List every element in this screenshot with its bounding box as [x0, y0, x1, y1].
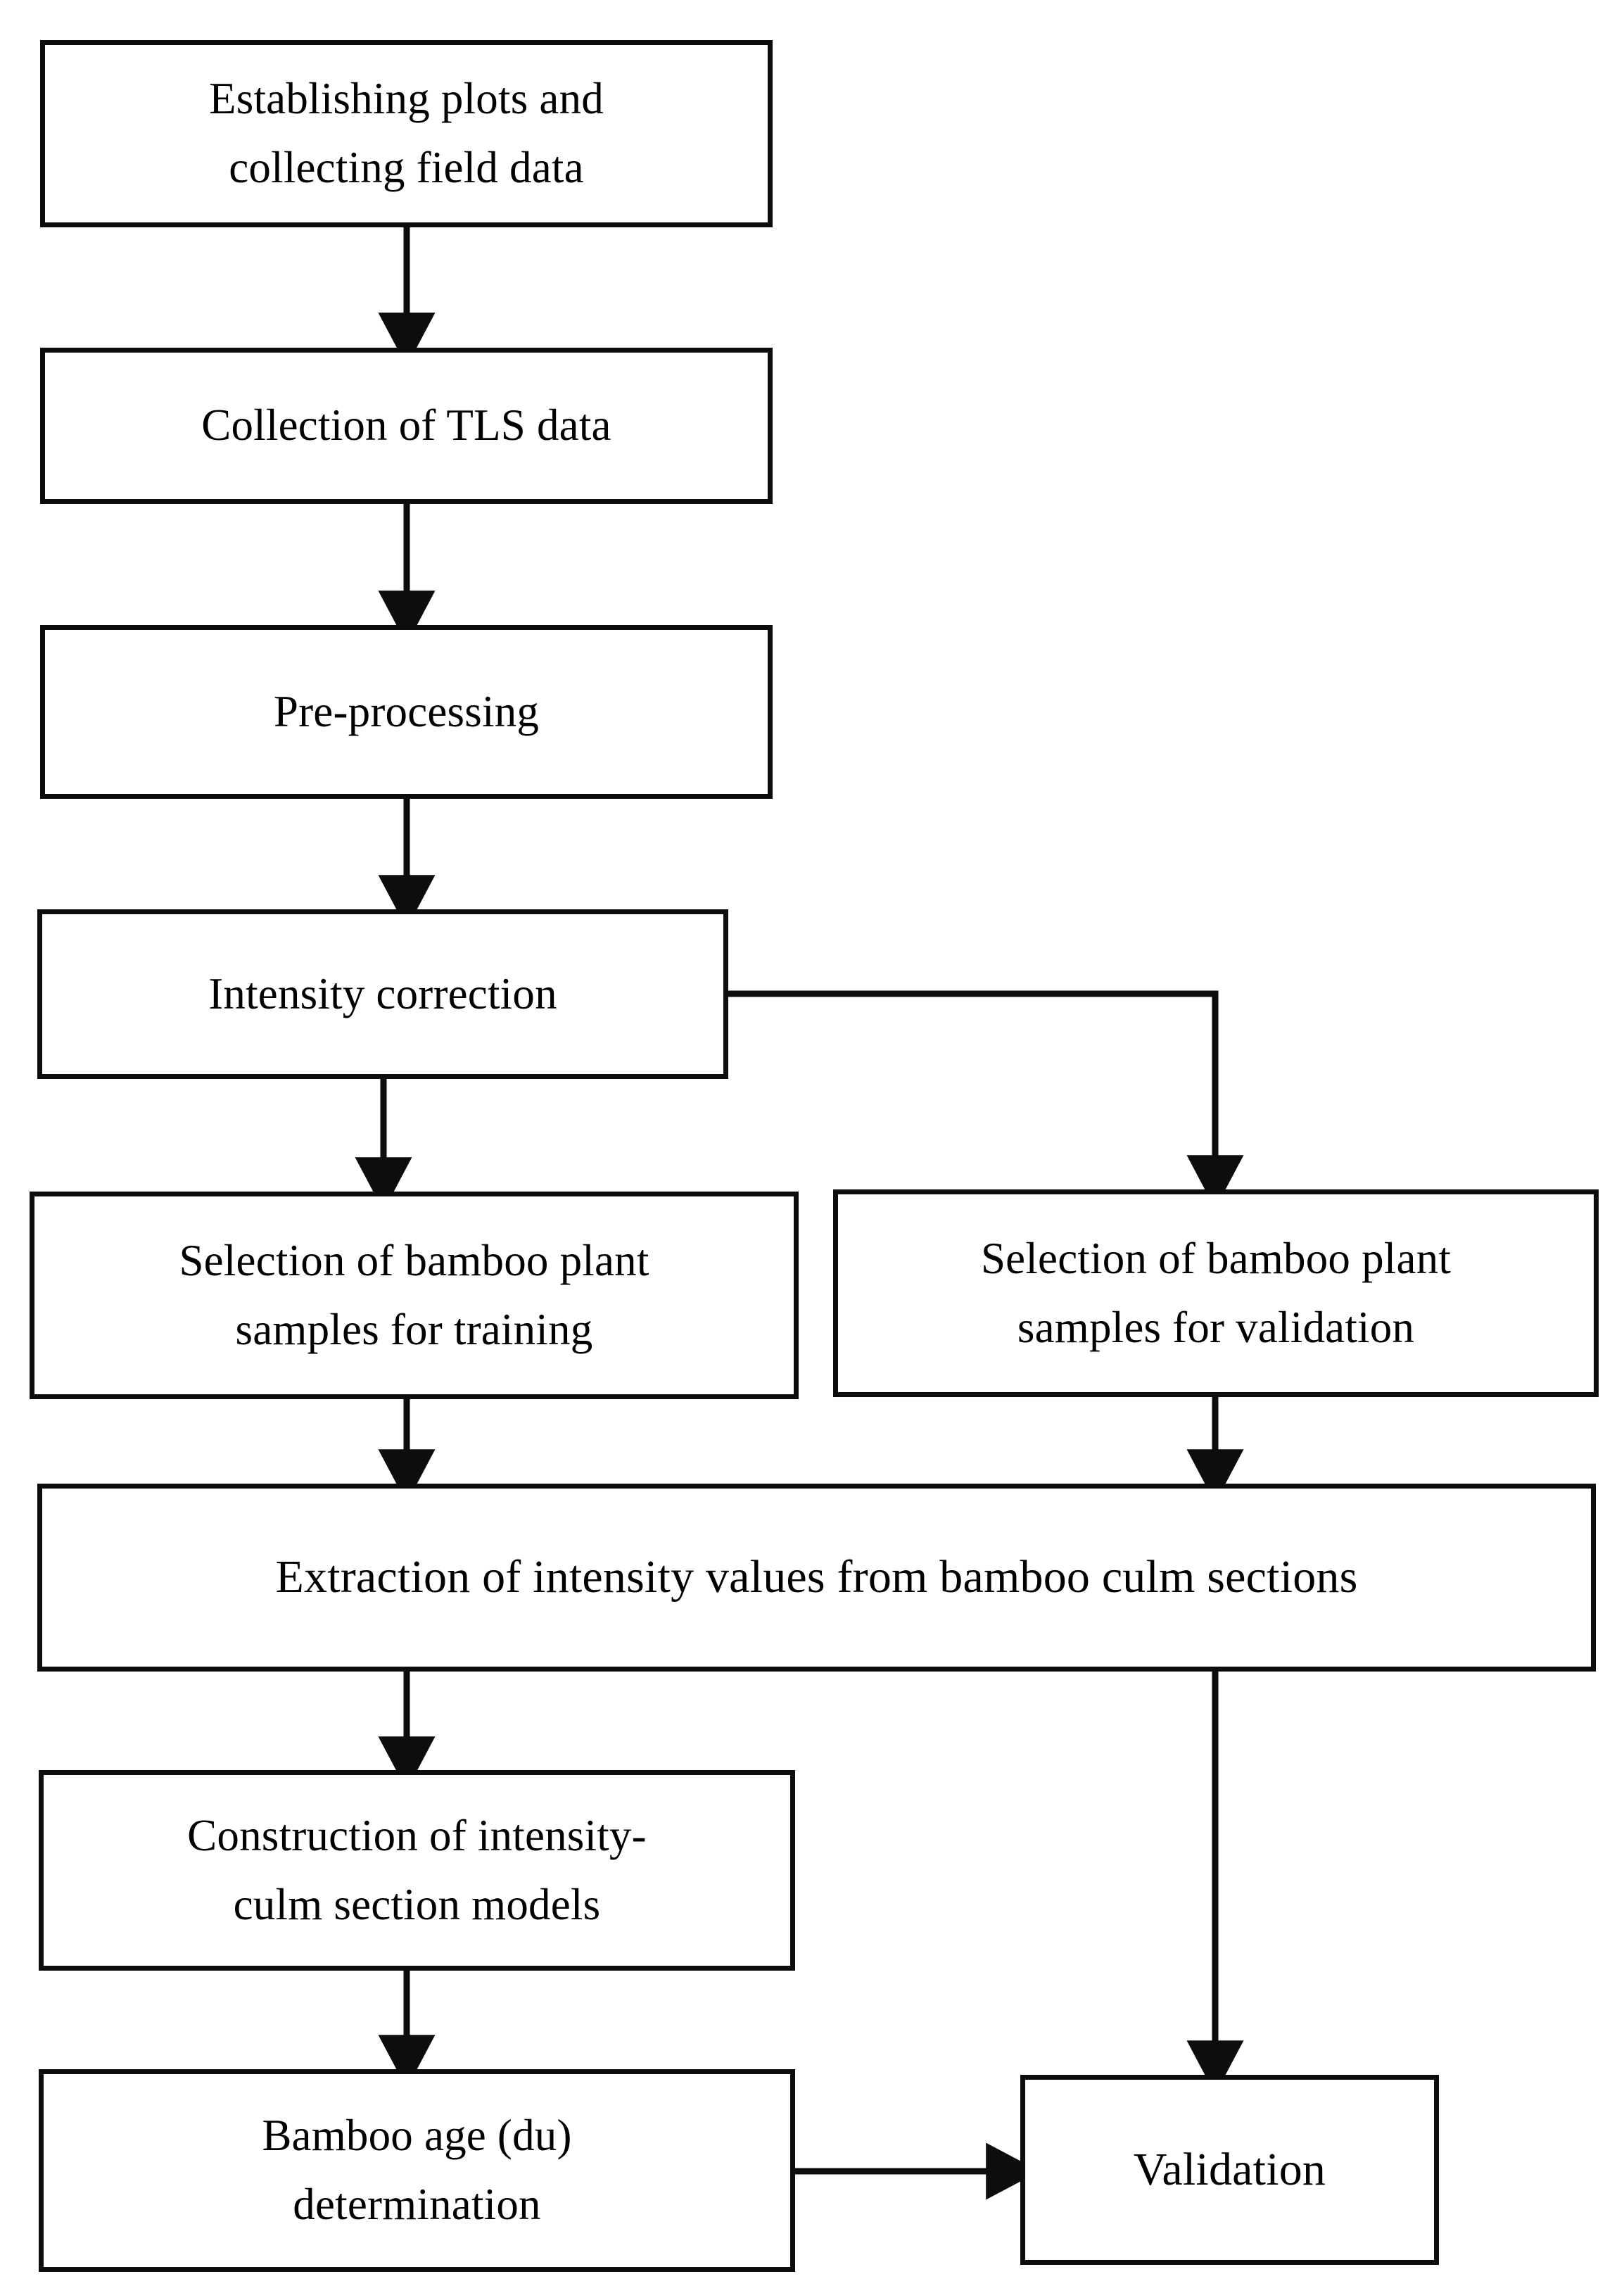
node-establishing-plots: Establishing plots and collecting field …: [40, 40, 773, 227]
edge-intensity-to-validsamples: [728, 990, 1244, 1209]
node-label-construction-of-models: Construction of intensity- culm section …: [187, 1810, 647, 1929]
node-pre-processing: Pre-processing: [40, 625, 773, 799]
node-label-establishing-plots: Establishing plots and collecting field …: [209, 74, 604, 192]
node-intensity-correction: Intensity correction: [37, 909, 728, 1079]
node-label-bamboo-age-determination: Bamboo age (du) determination: [262, 2111, 572, 2229]
node-label-samples-for-validation: Selection of bamboo plant samples for va…: [980, 1233, 1452, 1352]
node-extraction-of-intensity-values: Extraction of intensity values from bamb…: [37, 1484, 1596, 1672]
node-label-intensity-correction: Intensity correction: [208, 968, 557, 1018]
node-samples-for-training: Selection of bamboo plant samples for tr…: [30, 1192, 799, 1399]
node-label-validation: Validation: [1133, 2143, 1326, 2195]
node-label-samples-for-training: Selection of bamboo plant samples for tr…: [179, 1235, 649, 1354]
node-bamboo-age-determination: Bamboo age (du) determination: [39, 2069, 795, 2272]
node-construction-of-models: Construction of intensity- culm section …: [39, 1770, 795, 1971]
node-label-collection-of-tls-data: Collection of TLS data: [201, 400, 611, 450]
node-label-extraction-of-intensity-values: Extraction of intensity values from bamb…: [275, 1551, 1358, 1603]
node-validation: Validation: [1020, 2075, 1439, 2265]
node-label-pre-processing: Pre-processing: [273, 686, 540, 736]
node-collection-of-tls-data: Collection of TLS data: [40, 348, 773, 504]
node-samples-for-validation: Selection of bamboo plant samples for va…: [833, 1189, 1599, 1397]
